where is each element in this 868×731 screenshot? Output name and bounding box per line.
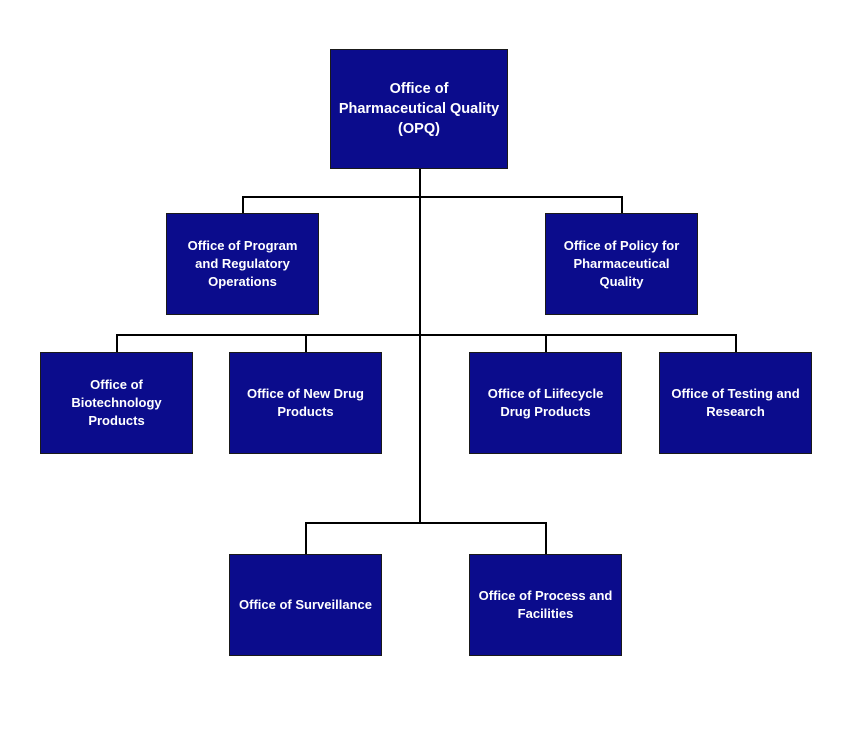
node-label: Office of Surveillance [239, 597, 372, 612]
node-policy-pharmaceutical-quality: Office of Policy for Pharmaceutical Qual… [545, 213, 698, 315]
node-label: Office of Liifecycle Drug Products [487, 386, 604, 419]
node-label: Office of New Drug Products [246, 386, 364, 419]
connector-level3-bar [305, 522, 547, 524]
node-surveillance: Office of Surveillance [229, 554, 382, 656]
node-program-regulatory-operations: Office of Program and Regulatory Operati… [166, 213, 319, 315]
connector-level1-right [621, 196, 623, 214]
node-label: Office of Policy for Pharmaceutical Qual… [563, 238, 680, 289]
node-label: Office of Biotechnology Products [71, 377, 162, 428]
root-node-opq: Office of Pharmaceutical Quality (OPQ) [330, 49, 508, 169]
connector-level2-c [545, 334, 547, 352]
node-biotechnology-products: Office of Biotechnology Products [40, 352, 193, 454]
connector-level2-d [735, 334, 737, 352]
root-node-label: Office of Pharmaceutical Quality (OPQ) [338, 81, 500, 137]
connector-level3-a [305, 522, 307, 554]
node-label: Office of Program and Regulatory Operati… [187, 238, 298, 289]
connector-level1-bar [242, 196, 623, 198]
connector-level3-b [545, 522, 547, 554]
connector-level2-a [116, 334, 118, 352]
node-process-and-facilities: Office of Process and Facilities [469, 554, 622, 656]
connector-trunk [419, 168, 421, 523]
node-label: Office of Process and Facilities [478, 588, 613, 621]
connector-level2-bar [116, 334, 737, 336]
connector-level2-b [305, 334, 307, 352]
connector-level1-left [242, 196, 244, 214]
node-label: Office of Testing and Research [671, 386, 800, 419]
node-lifecycle-drug-products: Office of Liifecycle Drug Products [469, 352, 622, 454]
node-testing-and-research: Office of Testing and Research [659, 352, 812, 454]
node-new-drug-products: Office of New Drug Products [229, 352, 382, 454]
